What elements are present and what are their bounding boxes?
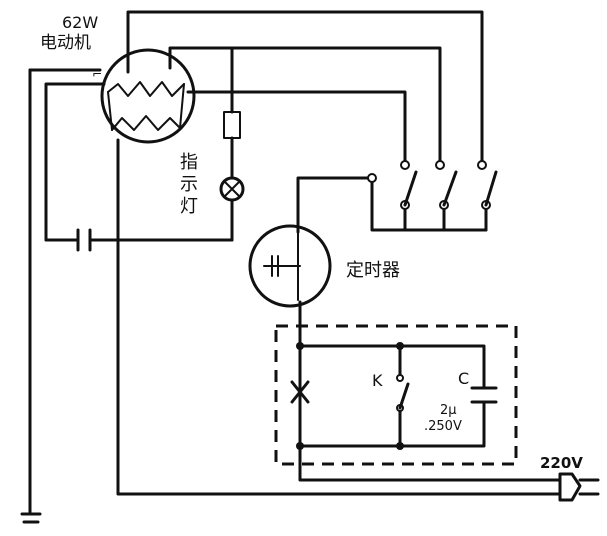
box-node-bottom-left: [296, 442, 304, 450]
timer-circle: [248, 224, 332, 308]
power-plug: [558, 472, 600, 502]
motor-winding-link-2: [179, 83, 185, 129]
wire-top-to-switch-3: [126, 10, 484, 167]
box-node-bottom-mid: [396, 442, 404, 450]
wire-box-to-plug: [298, 444, 562, 482]
switch-k-label: K: [372, 371, 383, 390]
plug-body: [558, 472, 582, 502]
motor-circle: [100, 48, 196, 144]
switch-3-blade: [484, 170, 498, 207]
wire-left-loop: [44, 82, 106, 242]
timer-contact-marks: [271, 255, 279, 277]
heater-element-icon: [290, 380, 310, 404]
box-node-top-mid: [396, 342, 404, 350]
wires: [20, 10, 562, 524]
control-box-border: [274, 324, 518, 466]
timer-label: 定时器: [346, 260, 400, 281]
motor-terminal-mark: ⌐: [92, 67, 102, 81]
switch-2-blade: [442, 170, 458, 207]
indicator-label-2: 示: [180, 174, 198, 195]
switch-2-top-contact: [435, 160, 445, 170]
k-switch-blade: [398, 382, 410, 410]
supply-voltage-label: 220V: [540, 454, 583, 472]
fuse-resistor: [223, 111, 241, 139]
wire-motor-to-switch-1: [186, 90, 407, 167]
k-contact-top: [396, 374, 404, 382]
indicator-assembly: [219, 111, 245, 202]
wire-motor-common: [116, 138, 562, 496]
indicator-label-1: 指: [180, 152, 198, 173]
gang-switch: [367, 160, 498, 210]
motor: [100, 48, 196, 144]
timer: [248, 224, 332, 308]
box-node-top-left: [296, 342, 304, 350]
motor-capacitor: [76, 228, 92, 252]
wire-timer-feed: [296, 176, 374, 234]
capacitor-voltage-label: .250V: [424, 419, 462, 434]
wire-motor-to-switch-2: [168, 46, 442, 167]
indicator-label-3: 灯: [180, 196, 198, 217]
switch-feed-node: [367, 173, 377, 183]
wire-box-bottom: [298, 402, 486, 448]
motor-name-label: 电动机: [40, 33, 91, 53]
capacitor-c-label: C: [458, 369, 469, 388]
indicator-lamp-cross: [223, 180, 241, 198]
wire-switch-bus: [370, 178, 488, 232]
switch-1-blade: [403, 170, 418, 207]
motor-winding-link: [107, 91, 113, 131]
capacitor-value-label: 2μ: [440, 403, 457, 418]
switch-3-top-contact: [477, 160, 487, 170]
switch-1-top-contact: [400, 160, 410, 170]
motor-winding-top: [107, 81, 185, 97]
labels: 62W 电动机 ⌐ 指 示 灯 定时器 K C 2μ .250V 220V: [40, 13, 583, 472]
indicator-lamp-icon: [219, 176, 245, 202]
motor-power-label: 62W: [62, 13, 98, 32]
motor-winding-bottom: [111, 115, 181, 131]
wire-box-top: [298, 344, 486, 388]
control-box: [274, 324, 518, 466]
